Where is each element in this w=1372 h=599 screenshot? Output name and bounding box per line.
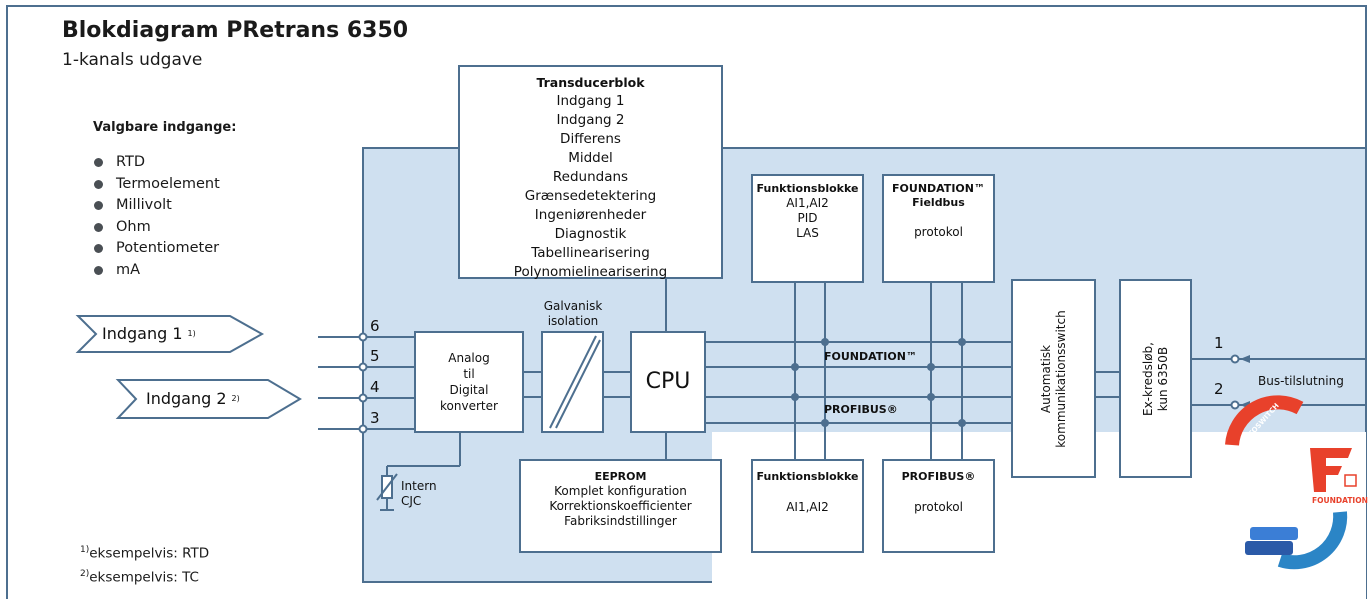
- auto-switch-box: [1011, 279, 1096, 478]
- eeprom-block: EEPROM Komplet konfiguration Korrektions…: [549, 470, 692, 528]
- ff-protocol-block: FOUNDATION™ Fieldbus protokol: [892, 182, 985, 239]
- terminal-6: 6: [370, 317, 380, 335]
- eeprom-box: [519, 459, 722, 553]
- boxes: [414, 65, 1192, 553]
- footnote-2: 2)eksempelvis: TC: [80, 569, 199, 586]
- terminal-3: 3: [370, 409, 380, 427]
- input-type-item: Termoelement: [92, 174, 220, 196]
- junction-dots: [791, 338, 966, 427]
- input2-note: 2): [231, 394, 240, 403]
- terminal-1: 1: [1214, 334, 1224, 352]
- page-subtitle: 1-kanals udgave: [62, 50, 203, 70]
- adc-label: Analog til Digital konverter: [440, 351, 498, 413]
- pb-protocol-box: [882, 459, 995, 553]
- input-type-item: Millivolt: [92, 195, 220, 217]
- ex-circuit-box: [1119, 279, 1192, 478]
- isolation-slash: [549, 335, 597, 429]
- bus-connection-label: Bus-tilslutning: [1258, 374, 1344, 388]
- bullet-icon: [94, 201, 103, 210]
- transducer-item: Indgang 2: [556, 112, 625, 128]
- ex-circuit-label: Ex-kredsløb, kun 6350B: [1141, 342, 1170, 416]
- cpu-box: [630, 331, 706, 433]
- transducer-item: Diagnostik: [554, 226, 627, 242]
- func-bottom-box: [751, 459, 864, 553]
- profibus-bus-label: PROFIBUS®: [824, 403, 898, 416]
- transducer-item: Tabellinearisering: [531, 245, 650, 261]
- transducer-item: Indgang 1: [556, 93, 625, 109]
- pb-protocol-block: PROFIBUS® protokol: [901, 470, 976, 514]
- transducer-item: Ingeniørenheder: [534, 207, 647, 223]
- input1-arrow: [75, 315, 265, 353]
- transducer-item: Differens: [560, 131, 621, 147]
- bullet-icon: [94, 222, 103, 232]
- bullet-icon: [94, 179, 103, 189]
- input2-arrow: [115, 379, 302, 419]
- adc-box: [414, 331, 524, 433]
- func-top-block: Funktionsblokke AI1,AI2 PID LAS: [756, 182, 859, 240]
- galvanic-label: Galvanisk isolation: [543, 299, 603, 328]
- foundation-bus-label: FOUNDATION™: [824, 350, 917, 363]
- input-type-item: Ohm: [92, 217, 220, 239]
- terminal-4: 4: [370, 378, 380, 396]
- input-type-item: mA: [92, 260, 220, 282]
- transducer-item: Grænsedetektering: [524, 188, 657, 204]
- footnote-1: 1)eksempelvis: RTD: [80, 545, 210, 562]
- ff-protocol-box: [882, 174, 995, 283]
- func-bottom-block: Funktionsblokke AI1,AI2: [756, 470, 859, 514]
- bullet-icon: [94, 244, 103, 253]
- left-terminals: [318, 332, 415, 434]
- transducer-box: [458, 65, 723, 279]
- bullet-icon: [94, 158, 103, 167]
- bullet-icon: [94, 265, 103, 275]
- cjc-label: Intern CJC: [401, 479, 437, 508]
- terminal-5: 5: [370, 347, 380, 365]
- input1-note: 1): [187, 329, 196, 338]
- transducer-item: Middel: [568, 150, 613, 166]
- foundation-logo-text: FOUNDATION: [1312, 496, 1368, 505]
- cpu-label: CPU: [645, 369, 691, 394]
- func-top-box: [751, 174, 864, 283]
- transducer-title: Transducerblok: [536, 75, 645, 90]
- transducer-block: Transducerblok Indgang 1 Indgang 2 Diffe…: [459, 73, 722, 282]
- input-type-list: RTD Termoelement Millivolt Ohm Potentiom…: [92, 152, 220, 281]
- foundation-logo: FOUNDATION: [1310, 448, 1368, 505]
- auto-switch-label: Automatisk kommunikationsswitch: [1039, 310, 1068, 448]
- transducer-item: Polynomielinearisering: [513, 264, 668, 280]
- page-title: Blokdiagram PRetrans 6350: [62, 18, 409, 43]
- transducer-item: Redundans: [552, 169, 629, 185]
- input-type-item: RTD: [92, 152, 220, 174]
- input-type-item: Potentiometer: [92, 238, 220, 260]
- inputs-heading: Valgbare indgange:: [93, 120, 237, 135]
- terminal-2: 2: [1214, 380, 1224, 398]
- galvanic-box: [541, 331, 604, 433]
